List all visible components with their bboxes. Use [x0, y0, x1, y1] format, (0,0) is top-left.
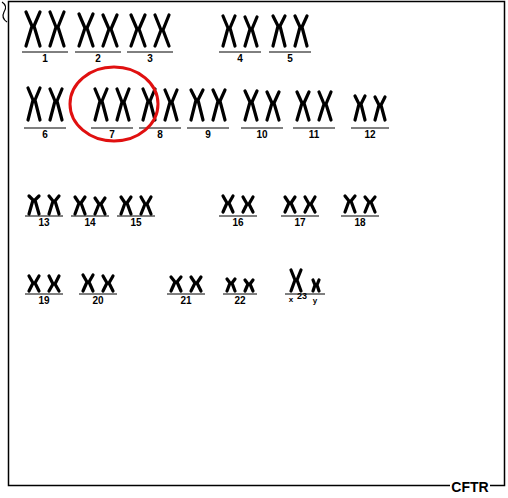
chromosome [165, 90, 177, 120]
chromosome-number: 6 [42, 130, 48, 140]
chromosome [243, 197, 253, 212]
pair-underline [219, 52, 261, 53]
chromosome-number: 2 [95, 54, 101, 64]
chromosome [319, 92, 331, 120]
chromosome [143, 89, 155, 120]
chromosome [171, 277, 181, 291]
chromosome [49, 196, 59, 214]
chromosome [75, 197, 85, 214]
pair-underline [351, 128, 389, 129]
chromosome-number: 19 [38, 296, 49, 306]
pair-underline [341, 216, 379, 217]
chromosome-number: 5 [287, 54, 293, 64]
chromosome-number: 16 [232, 218, 243, 228]
chromosome [375, 97, 385, 120]
chromosome-number: 15 [130, 218, 141, 228]
pair-underline [79, 294, 117, 295]
pair-underline [293, 128, 335, 129]
chromosome [355, 96, 365, 120]
gene-label: CFTR [450, 480, 489, 494]
chromosome [29, 196, 39, 214]
chromosomes [22, 12, 389, 294]
frame-curl [2, 2, 7, 22]
frame [9, 2, 505, 486]
chromosome [29, 276, 39, 291]
chromosome [305, 197, 315, 212]
chromosome [291, 270, 301, 291]
chromosome [223, 16, 235, 46]
pair-underline [167, 294, 205, 295]
pair-underline [241, 128, 283, 129]
chromosome-number: 4 [237, 54, 243, 64]
chromosome-number: 13 [38, 218, 49, 228]
pair-underline [117, 216, 155, 217]
chromosome-number: x [289, 296, 293, 304]
chromosome-number: 10 [256, 130, 267, 140]
chromosome-number: 20 [92, 296, 103, 306]
pair-underline [22, 52, 68, 53]
highlight-circle [70, 67, 158, 141]
pair-underline [281, 216, 319, 217]
pair-underline [187, 128, 229, 129]
pair-underline [269, 52, 311, 53]
chromosome [50, 89, 62, 120]
chromosome [245, 17, 257, 46]
chromosome-number: 12 [364, 130, 375, 140]
chromosome [141, 197, 151, 214]
pair-underline [75, 52, 121, 53]
chromosome [191, 90, 203, 120]
pair-underline [223, 294, 257, 295]
chromosome [117, 89, 129, 120]
chromosome [245, 91, 257, 120]
chromosome-number: 22 [234, 296, 245, 306]
chromosome [297, 92, 309, 120]
chromosome-number: 21 [180, 296, 191, 306]
chromosome [49, 276, 59, 291]
chromosome-number: 1 [42, 54, 48, 64]
pair-underline [71, 216, 109, 217]
chromosome [313, 280, 319, 291]
pair-underline [219, 216, 257, 217]
chromosome [103, 15, 117, 46]
chromosome [295, 16, 307, 46]
chromosome [191, 277, 201, 291]
chromosome [79, 14, 93, 46]
chromosome [103, 276, 113, 291]
chromosome-number: 14 [84, 218, 95, 228]
chromosome-number: y [313, 297, 317, 305]
pair-underline [25, 216, 63, 217]
chromosome-number: 11 [309, 130, 320, 140]
pair-underline [91, 128, 133, 129]
chromosome [95, 198, 105, 214]
chromosome-number: 8 [157, 130, 163, 140]
chromosome-number: 7 [109, 130, 115, 140]
chromosome [245, 280, 253, 291]
chromosome [365, 197, 375, 212]
chromosome-number: 18 [354, 218, 365, 228]
chromosome [83, 275, 93, 291]
chromosome [285, 197, 295, 212]
chromosome-number: 17 [294, 218, 305, 228]
chromosome [345, 196, 355, 212]
pair-underline [25, 294, 63, 295]
chromosome [50, 12, 64, 46]
chromosome-number: 3 [147, 54, 153, 64]
chromosome-number: 23 [297, 292, 307, 301]
chromosome [26, 12, 40, 46]
chromosome [155, 15, 169, 46]
chromosome [121, 197, 131, 214]
chromosome [223, 196, 233, 212]
chromosome [95, 89, 107, 120]
chromosome [28, 88, 40, 120]
chromosome [267, 92, 279, 120]
chromosome [227, 279, 235, 291]
chromosome-number: 9 [205, 130, 211, 140]
pair-underline [24, 128, 66, 129]
chromosome [213, 90, 225, 120]
chromosome [131, 15, 145, 46]
pair-underline [127, 52, 173, 53]
chromosome [273, 16, 285, 46]
